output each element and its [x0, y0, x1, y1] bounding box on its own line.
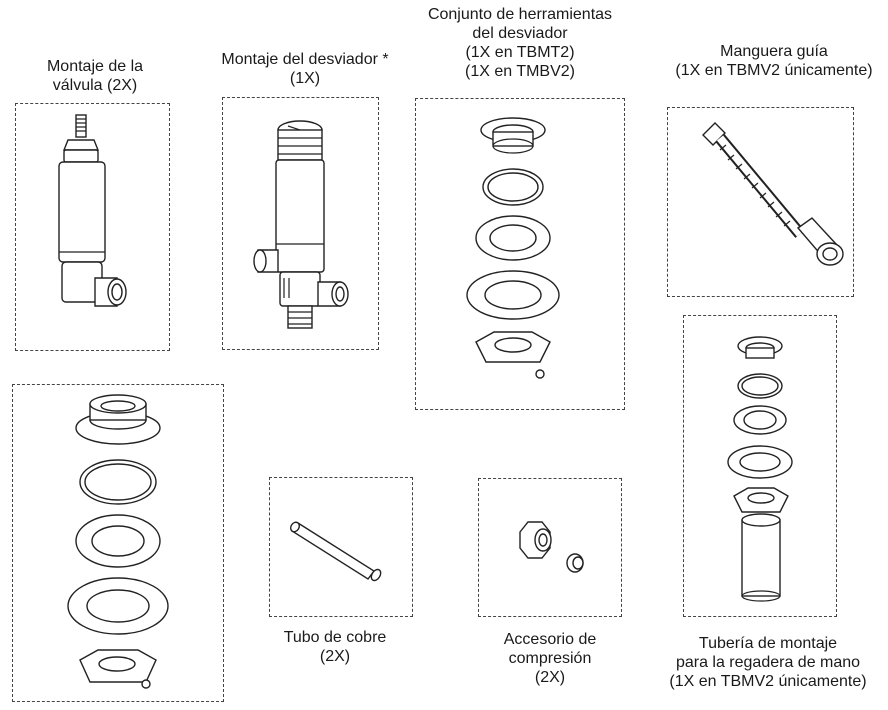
- diverter-tools-label: Conjunto de herramientas del desviador (…: [427, 6, 613, 80]
- compression-fitting-drawing: [519, 521, 584, 573]
- valve-assembly-drawing: [58, 114, 127, 307]
- handshower-pipe-box: [683, 315, 837, 617]
- compression-fitting-box: [478, 478, 622, 617]
- guide-hose-drawing: [702, 122, 844, 266]
- trim-kit-drawing: [67, 394, 169, 689]
- valve-assembly-box: [15, 103, 170, 351]
- compression-fitting-label: Accesorio de compresión (2X): [503, 631, 597, 686]
- handshower-pipe-label: Tubería de montaje para la regadera de m…: [669, 635, 867, 690]
- diverter-tools-box: [415, 98, 625, 410]
- trim-kit-box: [12, 384, 224, 702]
- diverter-assembly-box: [222, 97, 379, 350]
- copper-tube-label: Tubo de cobre (2X): [283, 629, 387, 665]
- copper-tube-drawing: [289, 521, 382, 582]
- diverter-assembly-drawing: [253, 120, 349, 329]
- handshower-pipe-drawing: [727, 336, 793, 602]
- copper-tube-box: [269, 477, 413, 617]
- diverter-tools-drawing: [466, 117, 560, 379]
- diverter-assembly-label: Montaje del desviador * (1X): [221, 51, 389, 87]
- guide-hose-box: [667, 107, 854, 297]
- valve-assembly-label: Montaje de la válvula (2X): [46, 58, 144, 94]
- guide-hose-label: Manguera guía (1X en TBMV2 únicamente): [675, 43, 873, 79]
